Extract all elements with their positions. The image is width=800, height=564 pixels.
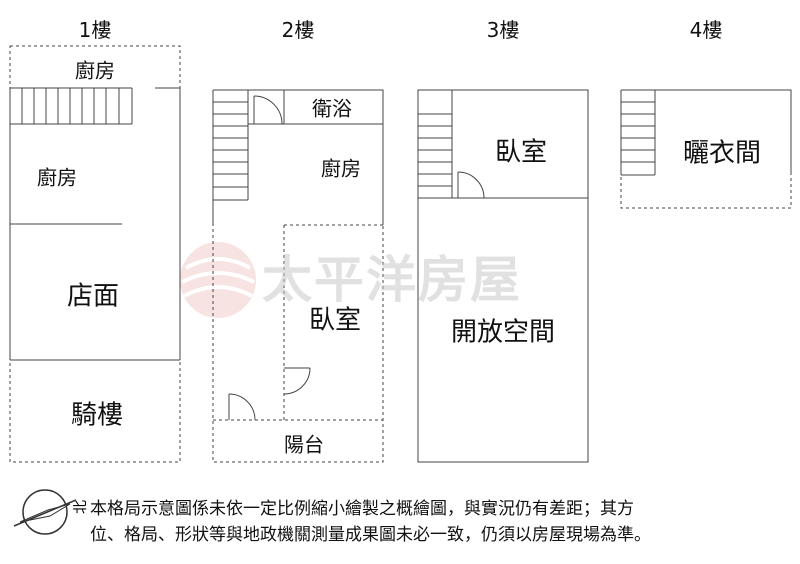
disclaimer-line-1: 本格局示意圖係未依一定比例縮小繪製之概繪圖，與實況仍有差距；其方 [90,499,634,519]
room-label-bathroom: 衛浴 [312,96,352,121]
room-label-balcony: 陽台 [284,432,324,457]
floor-1-title: 1樓 [78,18,112,42]
disclaimer-line-2: 位、格局、形狀等與地政機關測量成果圖未必一致，仍須以房屋現場為準。 [90,525,651,545]
room-label-storefront: 店面 [66,281,120,312]
door-icon [228,393,256,421]
door-icon [283,367,311,395]
floor-2-title: 2樓 [281,18,315,42]
compass-north-label: 北 [73,500,89,514]
floor-3-plan [417,89,589,463]
floor-3-title: 3樓 [486,18,520,42]
disclaimer-note: 本格局示意圖係未依一定比例縮小繪製之概繪圖，與實況仍有差距；其方 位、格局、形狀… [90,496,790,548]
floor-4-title: 4樓 [689,18,723,42]
room-label-bedroom: 臥室 [494,137,548,168]
floor-1-plan [9,45,181,463]
stairs-icon [213,101,248,188]
door-icon [253,95,283,125]
floor-2-plan [212,89,384,463]
door-icon [457,171,485,199]
floor-4-plan [620,89,792,209]
room-label-kitchen: 廚房 [321,156,361,181]
room-label-laundry-room: 曬衣間 [682,138,762,169]
room-label-arcade: 騎樓 [70,400,124,431]
room-label-kitchen-top: 廚房 [75,58,115,83]
room-label-bedroom: 臥室 [308,305,362,336]
room-label-kitchen: 廚房 [37,165,77,190]
stairs-icon [418,113,452,187]
compass-icon [13,489,77,535]
room-label-open-space: 開放空間 [450,317,556,348]
stairs-icon [621,101,655,163]
stairs-icon [10,88,133,125]
watermark-logo-icon [180,242,256,318]
watermark-text: 太平洋房屋 [262,251,522,309]
